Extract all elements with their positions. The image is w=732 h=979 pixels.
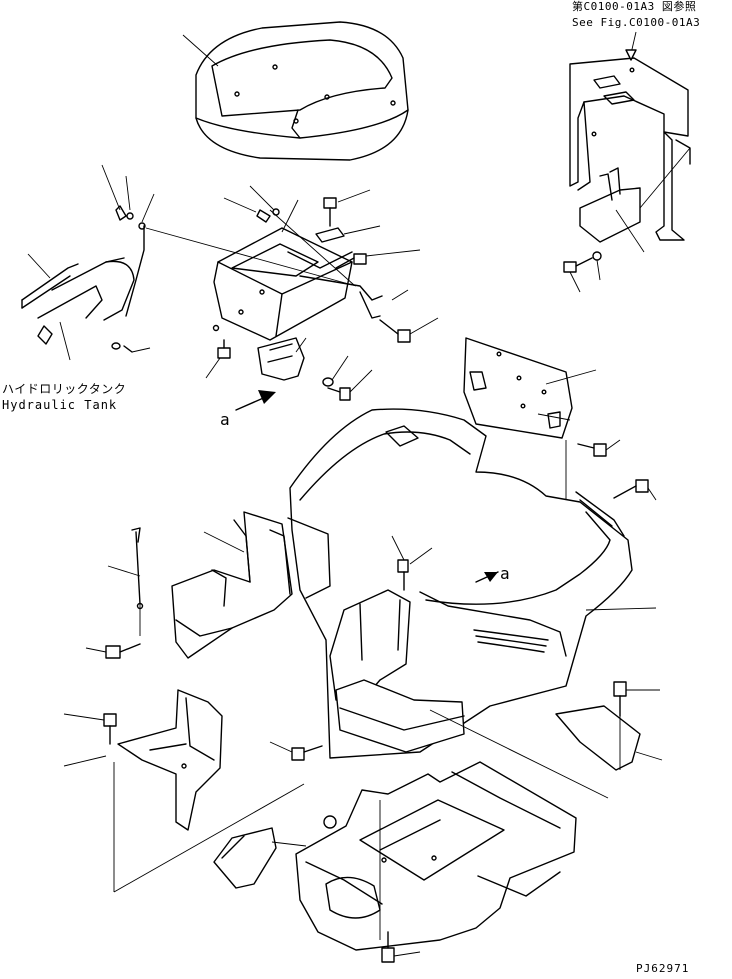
step-plate bbox=[555, 705, 641, 771]
reference-bracket bbox=[579, 167, 641, 243]
view-marker-left: a bbox=[220, 410, 230, 429]
bolt bbox=[397, 559, 409, 591]
side-cover-plate bbox=[463, 337, 573, 439]
washer bbox=[111, 342, 133, 353]
leader-seat bbox=[182, 34, 219, 67]
view-arrow-right bbox=[475, 571, 499, 583]
floor-mat bbox=[335, 679, 465, 753]
bolt bbox=[577, 443, 607, 457]
bolt bbox=[613, 479, 649, 499]
reference-note-en: See Fig.C0100-01A3 bbox=[572, 16, 701, 29]
reference-note-jp: 第C0100-01A3 図参照 bbox=[572, 0, 697, 13]
split-pin bbox=[115, 205, 134, 221]
drawing-code: PJ62971 bbox=[636, 962, 690, 975]
seat-bracket bbox=[212, 227, 383, 341]
pin-rod bbox=[131, 527, 144, 610]
bolt bbox=[379, 319, 411, 343]
inner-cover bbox=[329, 589, 411, 701]
handle-grip bbox=[213, 827, 277, 889]
base-frame bbox=[295, 761, 577, 951]
hydraulic-tank-label-jp: ハイドロリックタンク bbox=[2, 382, 127, 396]
bolt bbox=[613, 681, 627, 717]
bolt bbox=[217, 339, 231, 359]
hydraulic-tank-label-en: Hydraulic Tank bbox=[2, 398, 118, 412]
washer bbox=[322, 377, 334, 387]
bolt bbox=[323, 197, 337, 227]
bolt bbox=[327, 387, 351, 401]
left-side-cover bbox=[171, 511, 331, 659]
hydraulic-tank-rod bbox=[21, 222, 146, 345]
view-arrow-left bbox=[235, 390, 276, 411]
seat-cushion bbox=[195, 21, 409, 161]
clip bbox=[315, 227, 345, 243]
bolt bbox=[105, 643, 141, 659]
view-marker-right: a bbox=[500, 564, 510, 583]
bolt bbox=[103, 713, 117, 745]
lower-bracket bbox=[117, 689, 223, 831]
washer bbox=[592, 251, 602, 261]
bolt bbox=[563, 257, 593, 273]
bolt bbox=[291, 745, 323, 761]
bolt bbox=[335, 253, 367, 269]
bolt bbox=[381, 931, 395, 963]
